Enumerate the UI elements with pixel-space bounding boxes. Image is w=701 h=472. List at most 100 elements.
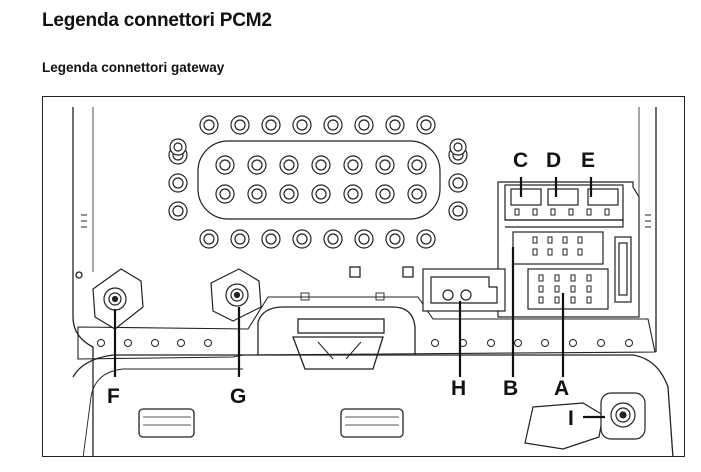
connector-h-housing: [422, 268, 506, 312]
page-title: Legenda connettori PCM2: [42, 10, 272, 31]
round-terminal-inner: [234, 233, 246, 245]
gateway-connector-diagram: C D E F G H B A I: [72, 107, 674, 456]
page-subtitle: Legenda connettori gateway: [42, 60, 225, 75]
label-e: E: [581, 149, 595, 172]
rail-hole: [177, 339, 185, 347]
lower-tray: [72, 354, 674, 456]
label-c: C: [513, 149, 528, 172]
rail-hole: [569, 339, 577, 347]
connector-pin: [586, 285, 592, 293]
round-terminal-inner: [420, 233, 432, 245]
rail-hole: [541, 339, 549, 347]
round-terminal-inner: [219, 159, 231, 171]
rail-hole: [97, 339, 105, 347]
round-terminal-inner: [389, 233, 401, 245]
round-terminal-inner: [327, 233, 339, 245]
label-g: G: [230, 385, 246, 408]
round-terminal-inner: [203, 233, 215, 245]
rail-hole: [431, 339, 439, 347]
round-terminal-inner: [358, 119, 370, 131]
rail-hole: [204, 339, 212, 347]
connector-pin: [577, 248, 583, 256]
round-terminal-inner: [411, 159, 423, 171]
round-terminal-inner: [315, 159, 327, 171]
connector-pin: [532, 236, 538, 244]
round-terminal-inner: [234, 119, 246, 131]
connector-pin: [577, 236, 583, 244]
connector-pin: [554, 274, 560, 282]
round-terminal-inner: [251, 188, 263, 200]
lower-tray-inner: [82, 368, 243, 456]
connector-pin: [514, 208, 520, 216]
round-terminal-inner: [251, 159, 263, 171]
round-terminal-inner: [265, 119, 277, 131]
round-terminal-inner: [347, 159, 359, 171]
center-slot: [297, 318, 385, 334]
connector-pin: [532, 208, 538, 216]
label-d: D: [546, 149, 561, 172]
round-terminal-inner: [358, 233, 370, 245]
round-terminal-inner: [283, 188, 295, 200]
round-terminal-inner: [452, 177, 464, 189]
connector-pin: [586, 296, 592, 304]
diagram-frame: C D E F G H B A I: [42, 96, 685, 457]
connector-i-housing: [524, 392, 646, 450]
connector-pin: [562, 248, 568, 256]
round-terminal-inner: [453, 142, 463, 152]
label-b: B: [503, 377, 518, 400]
connector-pin: [568, 208, 574, 216]
connector-a-block: [527, 268, 609, 310]
antenna-connector-f: [92, 268, 144, 330]
rail-hole: [625, 339, 633, 347]
connector-pin: [570, 285, 576, 293]
connector-pin: [586, 274, 592, 282]
round-terminal-inner: [296, 119, 308, 131]
round-terminal-inner: [420, 119, 432, 131]
round-terminal-inner: [283, 159, 295, 171]
rail-hole: [597, 339, 605, 347]
connector-pin: [586, 208, 592, 216]
connector-pin: [538, 285, 544, 293]
round-terminal-inner: [315, 188, 327, 200]
connector-pin: [538, 296, 544, 304]
round-terminal-inner: [379, 188, 391, 200]
marker-square-1: [349, 266, 361, 278]
round-terminal-inner: [203, 119, 215, 131]
connector-pin: [532, 248, 538, 256]
connector-b-block: [512, 231, 604, 265]
round-terminal-inner: [173, 142, 183, 152]
round-connector-grid: [168, 115, 468, 249]
antenna-connector-g: [210, 268, 262, 322]
bracket-rail: [77, 296, 656, 360]
round-terminal-inner: [411, 188, 423, 200]
label-i: I: [568, 407, 574, 430]
connector-pin: [547, 248, 553, 256]
connector-pin: [570, 296, 576, 304]
rail-hole: [151, 339, 159, 347]
round-terminal-inner: [379, 159, 391, 171]
central-connector-oval: [197, 140, 441, 220]
round-terminal-inner: [347, 188, 359, 200]
connector-pin: [550, 208, 556, 216]
connector-pin: [554, 285, 560, 293]
round-terminal-inner: [327, 119, 339, 131]
connector-pin: [538, 274, 544, 282]
round-terminal-inner: [265, 233, 277, 245]
round-terminal-inner: [172, 205, 184, 217]
round-terminal-inner: [452, 205, 464, 217]
rail-hole: [514, 339, 522, 347]
connector-block-cde: [497, 181, 640, 318]
rail-hole: [487, 339, 495, 347]
connector-pin: [554, 296, 560, 304]
round-terminal-inner: [219, 188, 231, 200]
bottom-slot-right: [340, 408, 404, 438]
connector-pin: [547, 236, 553, 244]
marker-square-2: [402, 266, 414, 278]
label-h: H: [451, 377, 466, 400]
leader-lines: [113, 177, 605, 419]
round-terminal-inner: [389, 119, 401, 131]
label-a: A: [554, 377, 569, 400]
label-f: F: [107, 385, 120, 408]
center-recess: [257, 306, 416, 355]
rail-hole: [124, 339, 132, 347]
